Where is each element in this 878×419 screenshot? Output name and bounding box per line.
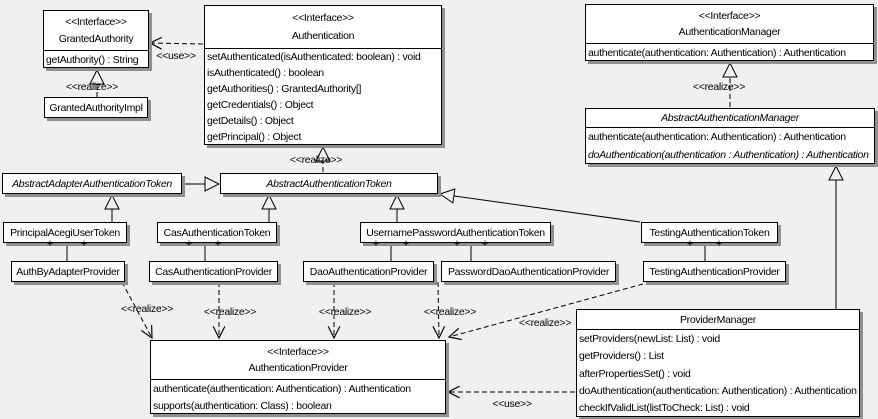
label-plus: + — [372, 238, 380, 250]
class-abstract-authentication-token: AbstractAuthenticationToken — [220, 173, 438, 194]
class-name: TestingAuthenticationProvider — [649, 265, 780, 278]
method-row: getAuthorities() : GrantedAuthority[] — [207, 83, 362, 95]
class-principal-acegi-user-token: PrincipalAcegiUserToken — [3, 222, 127, 243]
edge-use-authentication-to-granted-authority — [150, 43, 204, 44]
class-password-dao-authentication-provider: PasswordDaoAuthenticationProvider — [441, 261, 616, 282]
method-row: checkIfValidList(listToCheck: List) : vo… — [579, 402, 750, 415]
label-realize: <<realize>> — [692, 81, 746, 93]
class-name: CasAuthenticationToken — [163, 226, 271, 239]
method-row: authenticate(authentication: Authenticat… — [588, 131, 846, 143]
label-realize: <<realize>> — [423, 306, 477, 318]
label-plus: + — [185, 238, 193, 250]
class-name: AbstractAdapterAuthenticationToken — [12, 177, 172, 190]
label-use: <<use>> — [156, 50, 196, 62]
class-authentication-provider: <<Interface>> AuthenticationProvider aut… — [150, 340, 446, 414]
class-dao-authentication-provider: DaoAuthenticationProvider — [303, 261, 434, 282]
class-name: AbstractAuthenticationToken — [266, 177, 392, 190]
label-realize: <<realize>> — [289, 154, 343, 166]
method-row: getPrincipal() : Object — [207, 131, 302, 143]
label-plus: + — [402, 238, 410, 250]
class-name: Authentication — [291, 30, 355, 42]
method-row: authenticate(authentication: Authenticat… — [153, 382, 411, 395]
class-authentication: <<Interface>> Authentication setAuthenti… — [204, 5, 442, 145]
label-plus: + — [686, 238, 694, 250]
label-realize: <<realize>> — [318, 306, 372, 318]
method-row: doAuthentication(authentication : Authen… — [588, 149, 869, 161]
class-name: GrantedAuthority — [58, 33, 134, 45]
label-plus: + — [715, 238, 723, 250]
label-realize: <<realize>> — [65, 81, 119, 93]
class-testing-authentication-token: TestingAuthenticationToken — [641, 222, 778, 243]
class-name: PasswordDaoAuthenticationProvider — [447, 265, 610, 278]
stereotype-label: <<Interface>> — [292, 12, 354, 24]
class-name: UsernamePasswordAuthenticationToken — [366, 226, 545, 239]
method-row: setProviders(newList: List) : void — [579, 332, 720, 345]
edge-realize-password-dao-provider — [438, 281, 439, 338]
class-abstract-adapter-authentication-token: AbstractAdapterAuthenticationToken — [2, 173, 182, 194]
class-name: GrantedAuthorityImpl — [49, 101, 143, 114]
label-plus: + — [46, 238, 54, 250]
class-name: PrincipalAcegiUserToken — [10, 226, 120, 239]
edge-realize-testing-provider — [449, 283, 644, 337]
class-authentication-manager: <<Interface>> AuthenticationManager auth… — [585, 4, 874, 61]
method-row: isAuthenticated() : boolean — [207, 67, 324, 79]
label-plus: + — [80, 238, 88, 250]
class-name: TestingAuthenticationToken — [649, 226, 770, 239]
label-realize: <<realize>> — [203, 306, 257, 318]
method-row: getAuthority() : String — [46, 53, 139, 66]
method-row: setAuthenticated(isAuthenticated: boolea… — [207, 51, 421, 63]
label-plus: + — [214, 238, 222, 250]
stereotype-label: <<Interface>> — [65, 16, 127, 28]
class-name: AuthenticationManager — [678, 26, 781, 39]
class-abstract-authentication-manager: AbstractAuthenticationManager authentica… — [585, 108, 875, 164]
method-row: getDetails() : Object — [207, 115, 294, 127]
method-row: supports(authentication: Class) : boolea… — [153, 399, 332, 412]
class-name: CasAuthenticationProvider — [155, 265, 272, 278]
class-name: AuthenticationProvider — [248, 362, 348, 375]
label-realize: <<realize>> — [120, 303, 174, 315]
class-cas-authentication-provider: CasAuthenticationProvider — [149, 261, 278, 282]
method-row: doAuthentication(authentication: Authent… — [579, 384, 857, 397]
class-provider-manager: ProviderManager setProviders(newList: Li… — [576, 309, 860, 417]
class-name: AuthByAdapterProvider — [16, 265, 120, 278]
stereotype-label: <<Interface>> — [267, 345, 329, 358]
class-name: DaoAuthenticationProvider — [309, 265, 428, 278]
method-row: authenticate(authentication: Authenticat… — [588, 46, 846, 59]
method-row: afterPropertiesSet() : void — [579, 367, 691, 380]
class-cas-authentication-token: CasAuthenticationToken — [157, 222, 277, 243]
class-testing-authentication-provider: TestingAuthenticationProvider — [643, 261, 786, 282]
class-auth-by-adapter-provider: AuthByAdapterProvider — [11, 261, 125, 282]
edge-realize-auth-by-adapter-provider — [121, 281, 152, 338]
class-username-password-authentication-token: UsernamePasswordAuthenticationToken — [360, 222, 551, 243]
label-plus: + — [453, 238, 461, 250]
class-granted-authority-impl: GrantedAuthorityImpl — [44, 97, 148, 118]
edge-gen-testing-token-to-abstract-token — [440, 194, 641, 223]
stereotype-label: <<Interface>> — [698, 9, 761, 22]
class-name: ProviderManager — [577, 310, 859, 330]
method-row: getCredentials() : Object — [207, 99, 314, 111]
method-row: getProviders() : List — [579, 350, 664, 363]
label-realize: <<realize>> — [518, 317, 572, 329]
label-use: <<use>> — [492, 398, 532, 410]
label-plus: + — [481, 238, 489, 250]
class-granted-authority: <<Interface>> GrantedAuthority getAuthor… — [43, 10, 149, 68]
class-name: AbstractAuthenticationManager — [586, 109, 874, 128]
